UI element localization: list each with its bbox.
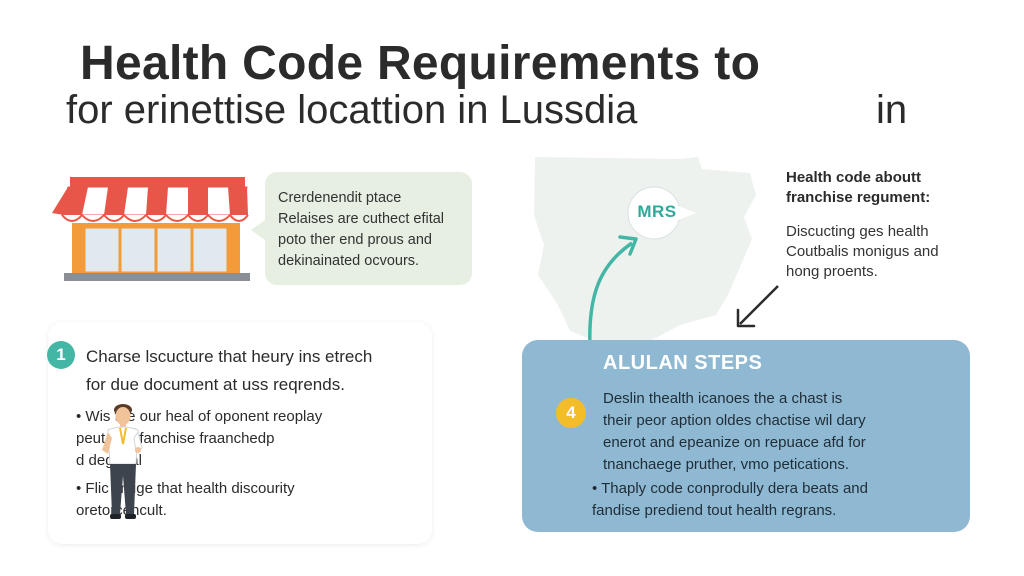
bullet-line: • Thaply code conprodully dera beats and [592, 480, 868, 497]
bullet-line: fandise prediend tout health regrans. [592, 502, 837, 519]
info-body-line: Discucting ges health [786, 223, 929, 240]
step-text-line: enerot and epeanize on repuace afd for [603, 434, 866, 451]
map-silhouette [534, 157, 756, 343]
step-text-line: tnanchaege pruther, vmo petications. [603, 456, 849, 473]
map-marker-bubble [627, 186, 696, 240]
step-text: Charse lscucture that heury ins etrech f… [86, 343, 426, 399]
curved-arrow-icon [588, 235, 638, 348]
steps-card-right [522, 340, 970, 532]
storefront-icon [52, 177, 250, 281]
info-body: Discucting ges health Coutbalis monigus … [786, 222, 996, 282]
page-title-line-2-tail: in [876, 88, 908, 132]
speech-bubble-text: Crerdenendit ptace Relaises are cuthect … [278, 188, 468, 272]
bullet-line: oretorcencult. [76, 502, 167, 519]
bullet-line: • Wis the our heal of oponent reoplay [76, 408, 323, 425]
page-title-line-1: Health Code Requirements to [80, 37, 761, 90]
arrow-down-left-icon [736, 285, 779, 328]
bullet-item: • Thaply code conprodully dera beats and… [592, 478, 952, 522]
speech-bubble-line: Crerdenendit ptace [278, 190, 402, 206]
info-heading-line: franchise regument: [786, 189, 931, 206]
step-text-line: Deslin thealth icanoes the a chast is [603, 390, 843, 407]
info-heading: Health code aboutt franchise regument: [786, 168, 996, 208]
speech-bubble-line: dekinainated ocvours. [278, 253, 420, 269]
info-heading-line: Health code aboutt [786, 169, 922, 186]
info-body-line: hong proents. [786, 263, 878, 280]
info-body-line: Coutbalis monigus and [786, 243, 939, 260]
step-number-badge: 4 [556, 398, 586, 428]
map-marker-label: MRS [637, 202, 677, 221]
step-text-line: for due document at uss reqrends. [86, 375, 345, 394]
page-title-line-2: for erinettise locattion in Lussdia [66, 88, 638, 132]
speech-bubble-line: Relaises are cuthect efital [278, 211, 445, 227]
step-text-line: their peor aption oldes chactise wil dar… [603, 412, 866, 429]
awning-stripes [61, 186, 249, 222]
speech-bubble [251, 172, 472, 285]
step-text-line: Charse lscucture that heury ins etrech [86, 347, 373, 366]
step-text: Deslin thealth icanoes the a chast is th… [603, 388, 953, 476]
person-illustration [102, 404, 143, 519]
step-number-badge: 1 [47, 341, 75, 369]
steps-card-title: ALULAN STEPS [603, 352, 763, 374]
speech-bubble-line: poto ther end prous and [278, 232, 432, 248]
